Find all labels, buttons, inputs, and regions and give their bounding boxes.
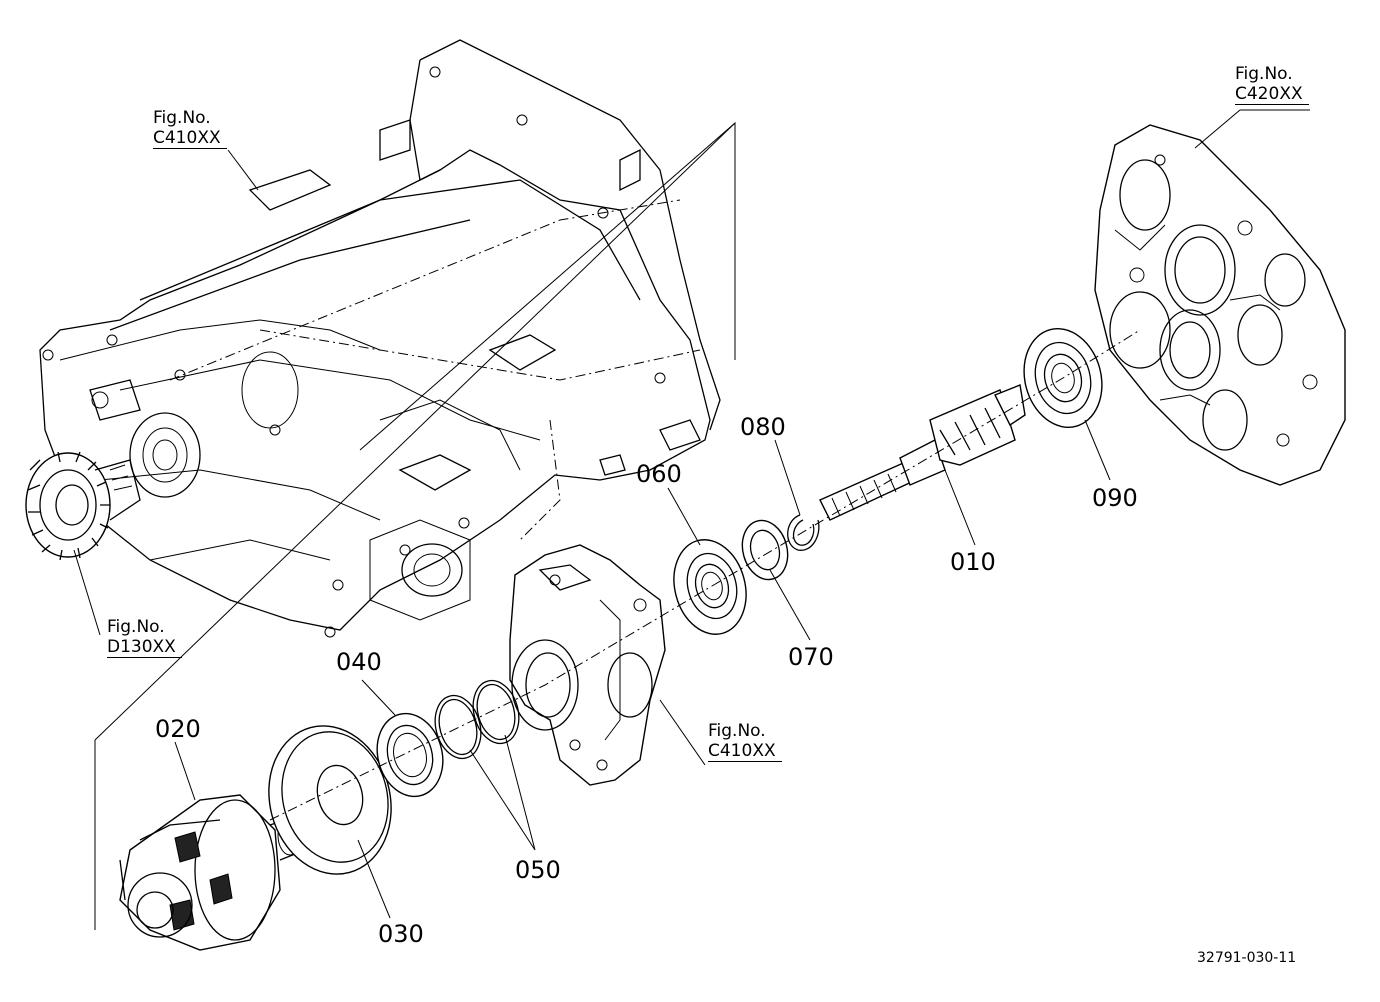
part-label-070: 070	[788, 643, 834, 671]
figure-ref-prefix: Fig.No.	[153, 108, 211, 128]
figure-ref-code: D130XX	[107, 637, 182, 658]
figure-ref-top-right: Fig.No. C420XX	[1235, 64, 1309, 105]
leader-lines	[73, 109, 1310, 919]
part-label-060: 060	[636, 460, 682, 488]
figure-ref-code: C410XX	[153, 128, 227, 149]
figure-ref-top-left: Fig.No. C410XX	[153, 108, 227, 149]
part-label-050: 050	[515, 856, 561, 884]
document-number: 32791-030-11	[1197, 950, 1297, 966]
gear-d130xx	[25, 451, 141, 561]
figure-ref-prefix: Fig.No.	[107, 617, 165, 637]
figure-ref-middle: Fig.No. C410XX	[708, 721, 782, 762]
part-label-030: 030	[378, 920, 424, 948]
part-040-seal	[376, 712, 444, 798]
cover-plate-c420xx	[1094, 124, 1346, 486]
part-label-020: 020	[155, 715, 201, 743]
part-020-clutch	[119, 794, 311, 951]
part-030-plate	[268, 725, 392, 875]
figure-ref-prefix: Fig.No.	[708, 721, 766, 741]
figure-ref-left: Fig.No. D130XX	[107, 617, 182, 658]
part-070-washer	[741, 519, 789, 581]
bracket-housing	[509, 544, 666, 786]
part-label-010: 010	[950, 548, 996, 576]
figure-ref-code: C410XX	[708, 741, 782, 762]
assembly-guide-lines	[94, 121, 1141, 930]
part-010-shaft	[819, 384, 1026, 521]
part-label-090: 090	[1092, 484, 1138, 512]
figure-ref-prefix: Fig.No.	[1235, 64, 1293, 84]
figure-ref-code: C420XX	[1235, 84, 1309, 105]
transmission-housing	[39, 39, 721, 638]
part-label-040: 040	[336, 648, 382, 676]
part-080-circlip	[787, 514, 820, 551]
part-050-rings	[434, 679, 520, 760]
part-label-080: 080	[740, 413, 786, 441]
